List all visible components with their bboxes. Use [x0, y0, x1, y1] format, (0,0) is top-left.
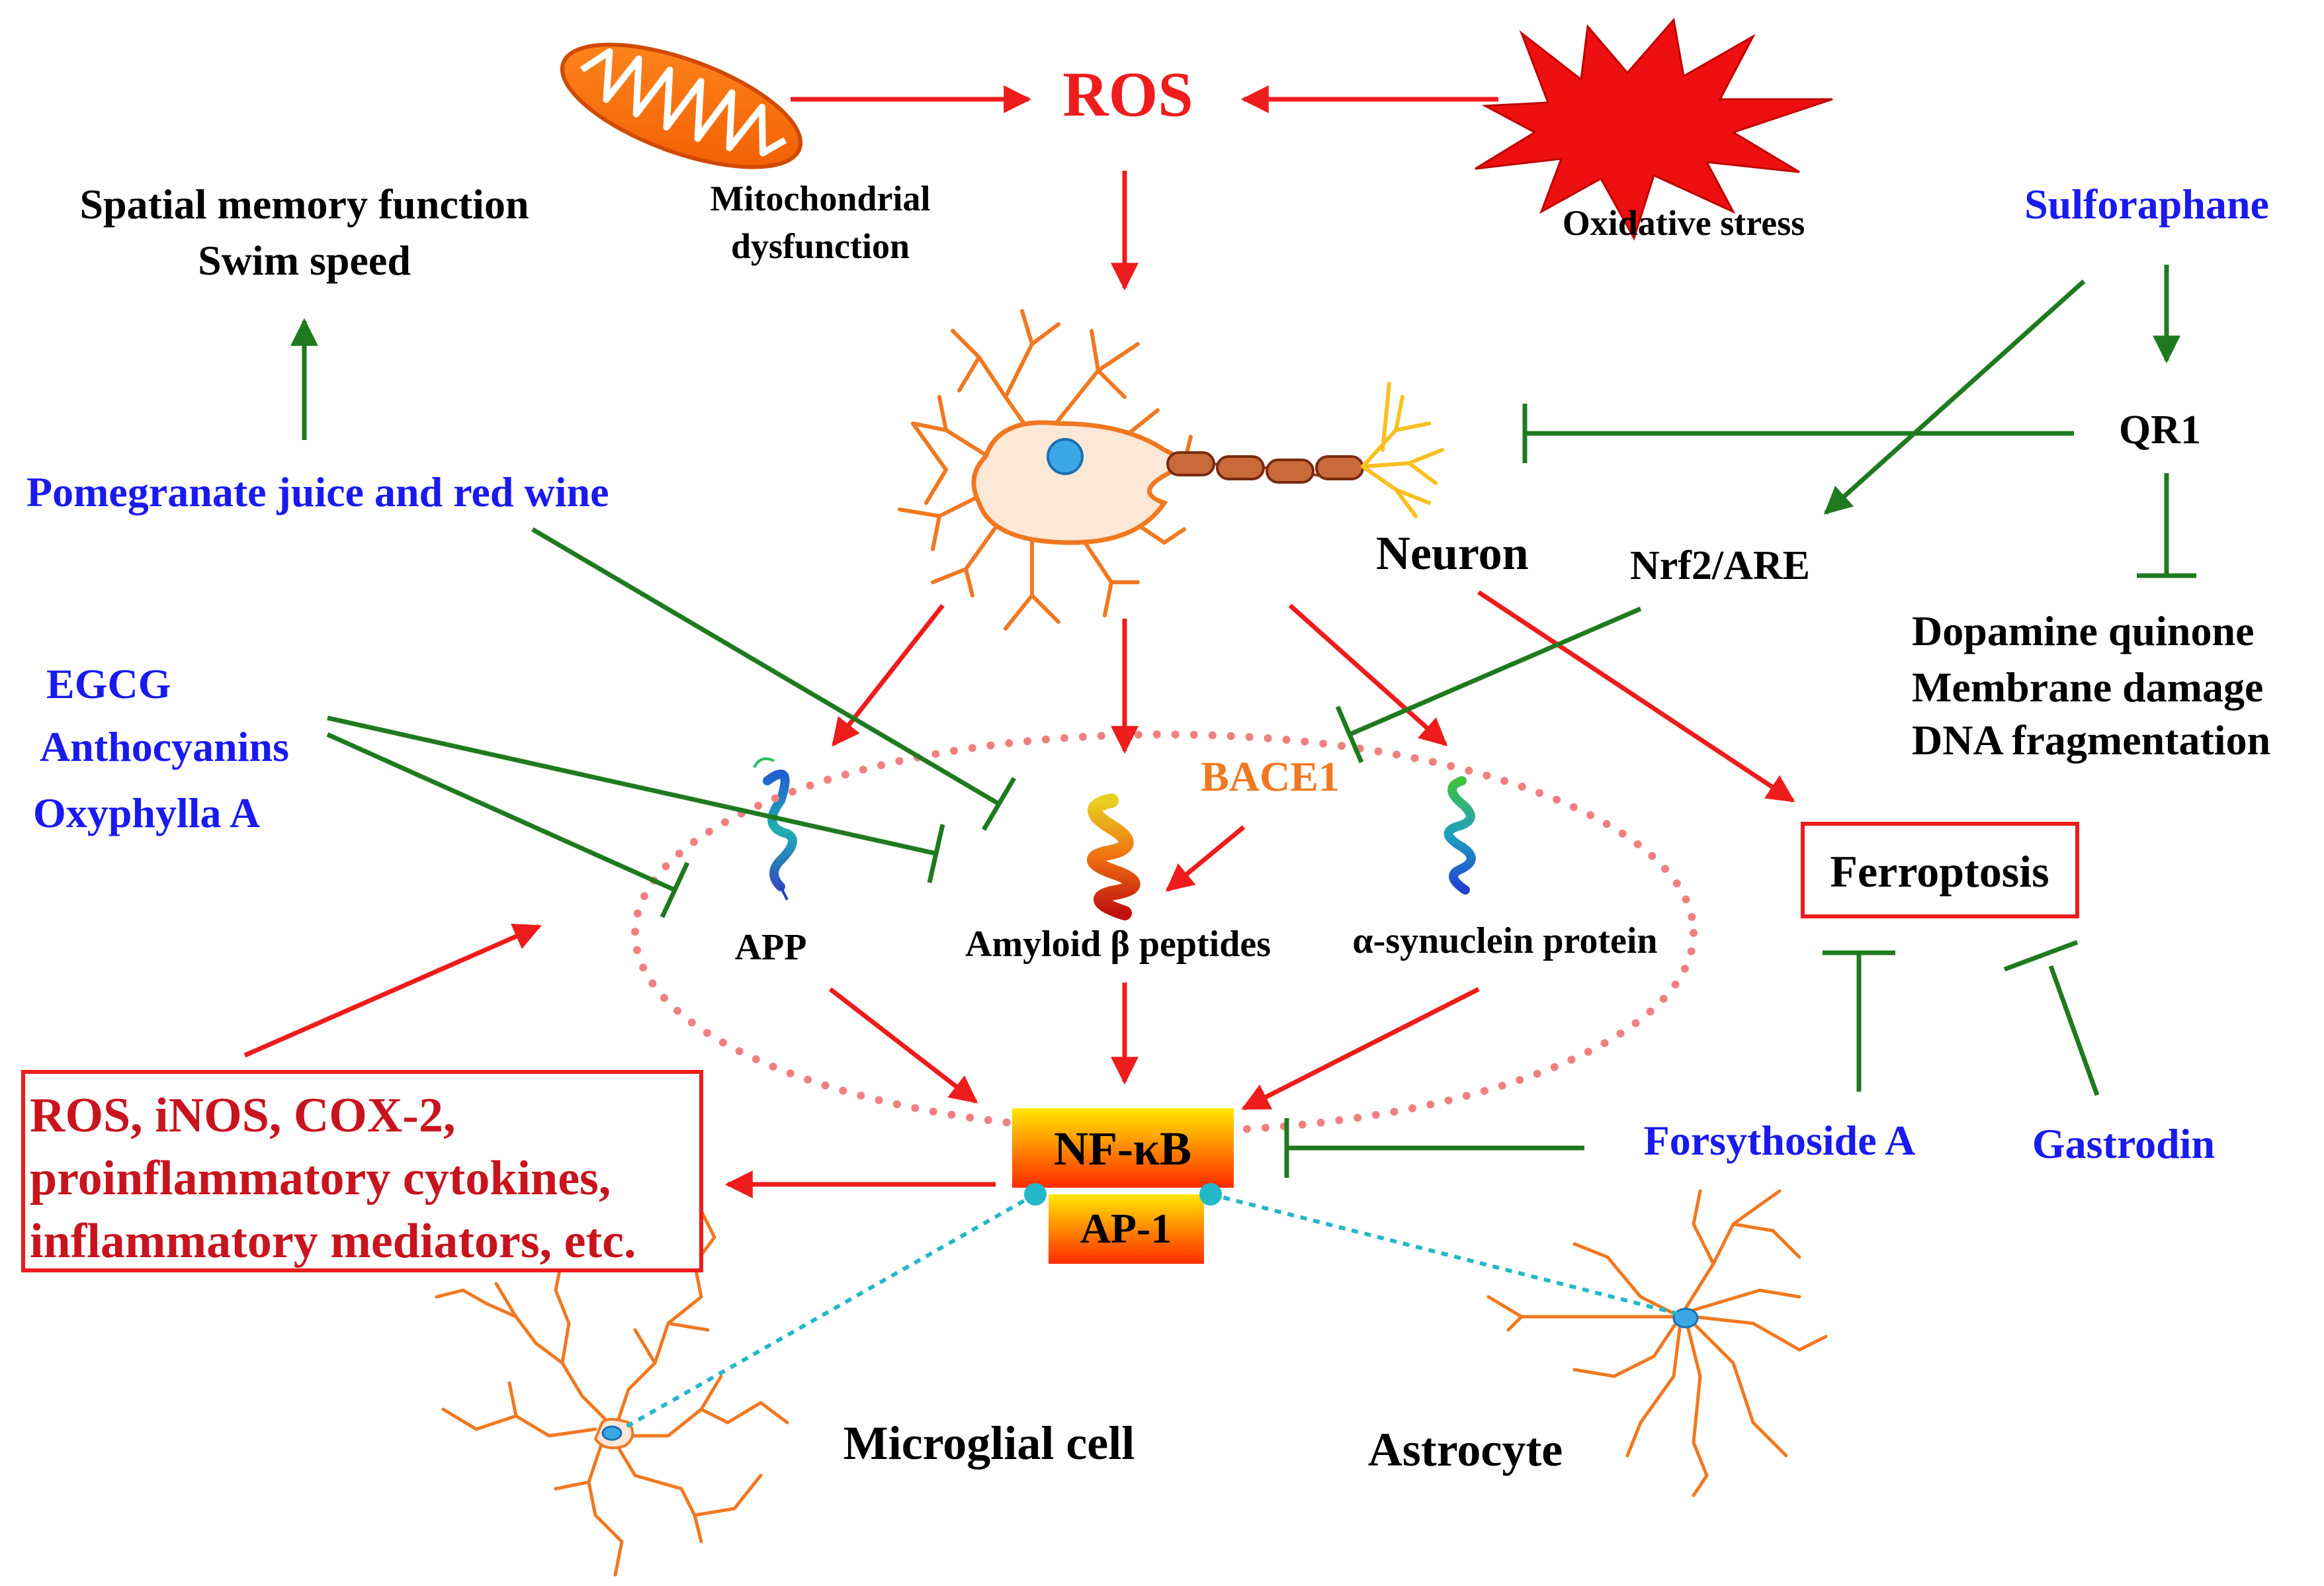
spatial-label-line1: Spatial memory function — [79, 181, 529, 228]
arrow-synuclein-to-nfkb — [1241, 987, 1480, 1111]
inflammatory-label-line3: inflammatory mediators, etc. — [30, 1214, 636, 1268]
inflammatory-box — [21, 1070, 703, 1272]
arrow-bace1-to-amyloid — [1165, 825, 1246, 892]
nfkb-ap1-connector-left — [1024, 1183, 1047, 1206]
forsythoside-label: Forsythoside A — [1644, 1117, 1916, 1164]
microglial-cell-icon — [435, 1209, 789, 1577]
microglia-label: Microglial cell — [843, 1417, 1135, 1470]
inhibit-egcg-amyloid — [327, 715, 937, 856]
bace1-label: BACE1 — [1201, 753, 1340, 800]
gastrodin-label: Gastrodin — [2032, 1120, 2215, 1167]
mito-label-line1: Mitochondrial — [710, 179, 931, 218]
mitochondrion-icon — [560, 42, 803, 169]
ap1-label: AP-1 — [1080, 1205, 1172, 1252]
arrow-app-to-nfkb — [828, 987, 978, 1104]
ferroptosis-box — [1801, 822, 2079, 918]
arrow-neuron-to-ferroptosis — [1477, 590, 1795, 803]
synuclein-label: α-synuclein protein — [1352, 920, 1657, 961]
arrow-inflammatory-to-ellipse — [243, 923, 542, 1058]
neuron-label: Neuron — [1376, 527, 1529, 580]
inhibit-nrf2-synuclein — [1348, 606, 1642, 737]
arrow-neuron-to-app — [832, 603, 945, 747]
qr1-label: QR1 — [2119, 408, 2201, 453]
amyloid-beta-ribbon-icon — [1087, 793, 1140, 920]
mito-label-line2: dysfunction — [731, 226, 910, 266]
pomegranate-label: Pomegranate juice and red wine — [26, 468, 609, 515]
membrane-label: Membrane damage — [1912, 664, 2263, 711]
astrocyte-label: Astrocyte — [1368, 1423, 1563, 1476]
inhibit-pomegranate-amyloid — [531, 527, 1000, 807]
inhibition-arrows — [290, 265, 2196, 1178]
glia-links — [621, 1192, 1678, 1431]
ferroptosis-label: Ferroptosis — [1830, 846, 2049, 897]
arrow-neuron-to-synuclein — [1288, 603, 1448, 746]
alpha-synuclein-ribbon-icon — [1443, 776, 1476, 895]
arrow-sulforaphane-to-nrf2 — [1823, 279, 2086, 515]
nrf2-label: Nrf2/ARE — [1630, 543, 1810, 588]
oxidative-stress-label: Oxidative stress — [1563, 203, 1805, 243]
dopamine-label: Dopamine quinone — [1912, 607, 2254, 654]
nfkb-label: NF-κB — [1054, 1122, 1191, 1175]
ap1-box — [1049, 1194, 1204, 1264]
nfkb-box — [1012, 1108, 1234, 1188]
neuron-icon — [898, 309, 1444, 631]
oxidative-stress-burst-icon — [1475, 17, 1833, 241]
ros-label: ROS — [1062, 59, 1193, 130]
app-label: APP — [735, 927, 807, 968]
nfkb-ap1-connector-right — [1199, 1183, 1222, 1206]
dna-label: DNA fragmentation — [1912, 717, 2270, 764]
astrocyte-icon — [1486, 1189, 1828, 1497]
anthocyanins-label: Anthocyanins — [40, 723, 289, 770]
inflammatory-label-line2: proinflammatory cytokines, — [30, 1151, 611, 1206]
activation-arrows — [243, 85, 1795, 1198]
inhibit-egcg-app — [326, 732, 676, 893]
spatial-label-line2: Swim speed — [198, 237, 411, 284]
egcg-label: EGCG — [46, 660, 171, 707]
inhibit-gastrodin-ferroptosis — [2048, 965, 2100, 1096]
protein-aggregate-dotted-ellipse — [631, 730, 1698, 1135]
inflammatory-label-line1: ROS, iNOS, COX-2, — [30, 1088, 455, 1143]
amyloid-label: Amyloid β peptides — [965, 924, 1271, 965]
oxyphylla-label: Oxyphylla A — [33, 789, 260, 836]
sulforaphane-label: Sulforaphane — [2024, 181, 2269, 228]
app-protein-ribbon-icon — [753, 757, 797, 901]
